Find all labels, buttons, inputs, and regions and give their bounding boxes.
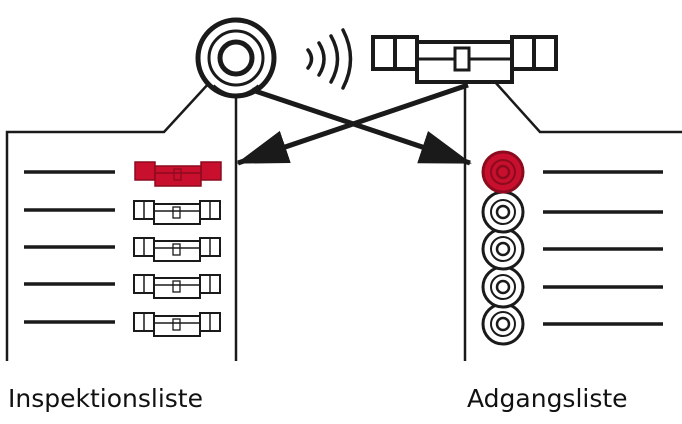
- knob-icon: [481, 227, 525, 271]
- access-list-row: [481, 150, 663, 194]
- knob-cylinder-icon: [195, 17, 277, 99]
- access-list-row: [481, 302, 663, 346]
- knob-icon: [481, 190, 525, 234]
- access-list-rows: [481, 150, 663, 346]
- inspection-list-rows: [24, 161, 222, 337]
- arrow-to-access-list: [251, 87, 472, 166]
- knob-icon: [481, 302, 525, 346]
- access-list-row: [481, 265, 663, 309]
- left-list-panel: [5, 81, 238, 361]
- inspection-list-label: Inspektionsliste: [8, 384, 203, 413]
- lock-cylinder-icon: [133, 274, 221, 299]
- lock-cylinder-icon: [134, 161, 222, 187]
- lock-cylinder-icon: [371, 35, 558, 84]
- inspection-list-row: [24, 274, 221, 299]
- access-list-label: Adgangsliste: [467, 384, 628, 413]
- inspection-list-row: [24, 200, 221, 225]
- lock-cylinder-icon: [133, 237, 221, 262]
- knob-icon: [481, 265, 525, 309]
- knob-icon: [481, 150, 525, 194]
- lock-cylinder-icon: [133, 200, 221, 225]
- access-list-row: [481, 190, 663, 234]
- wireless-signal-icon: [306, 28, 353, 90]
- inspection-list-row: [24, 237, 221, 262]
- lock-cylinder-icon: [133, 312, 221, 337]
- right-list-panel: [463, 81, 682, 361]
- inspection-list-row: [24, 161, 222, 187]
- inspection-list-row: [24, 312, 221, 337]
- access-list-row: [481, 227, 663, 271]
